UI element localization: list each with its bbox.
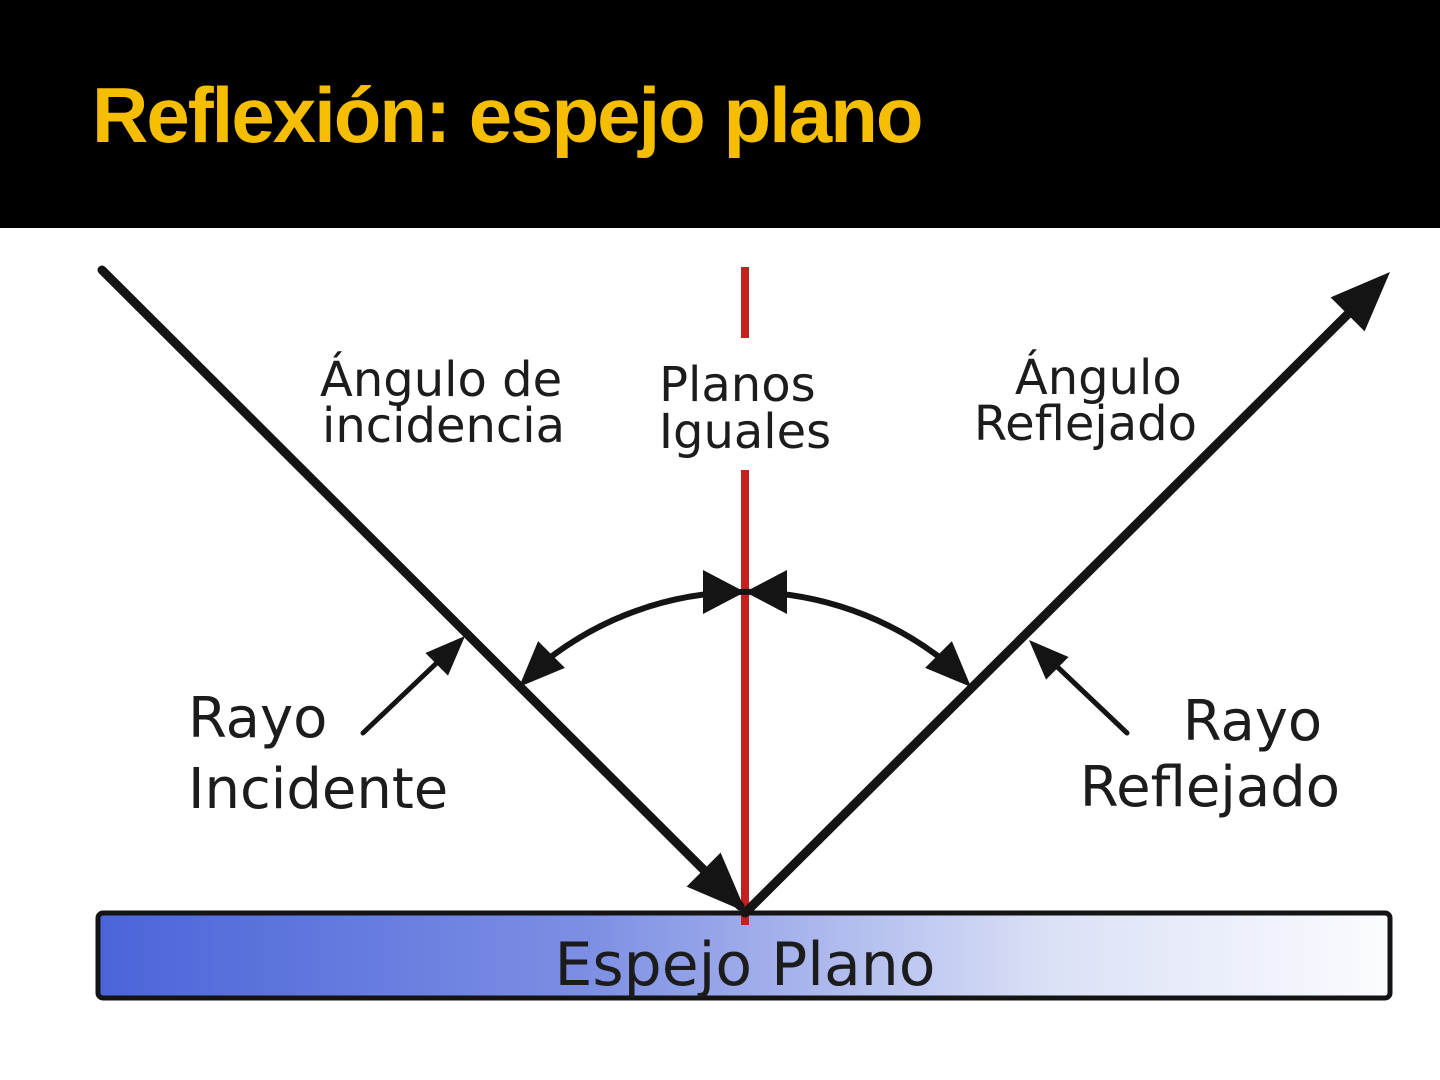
incident-ray-label-line1: Rayo (188, 686, 327, 751)
angle-of-incidence-label: Ángulo de incidencia (320, 351, 577, 454)
equal-planes-label-line2: Iguales (659, 404, 831, 460)
equal-planes-left-arrowhead-icon (703, 570, 745, 614)
incident-ray-line (97, 265, 745, 911)
reflected-ray-label: Rayo Reflejado (1080, 689, 1340, 820)
incident-ray-pointer-line (360, 653, 447, 736)
reflected-angle-label-line2: Reflejado (974, 396, 1197, 452)
reflected-ray-line (740, 302, 1360, 918)
reflected-angle-label: Ángulo Reflejado (974, 349, 1197, 452)
reflected-ray-pointer-line (1045, 655, 1130, 736)
incident-ray-label: Rayo Incidente (188, 686, 448, 822)
incident-ray-pointer-arrowhead-icon (425, 636, 465, 676)
angle-arc (525, 588, 965, 679)
equal-planes-label-line1: Planos (659, 357, 816, 413)
angle-arc-left-arrowhead-icon (519, 641, 565, 687)
mirror-label: Espejo Plano (555, 930, 936, 1000)
slide-header: Reflexión: espejo plano (0, 0, 1440, 228)
reflected-ray-arrowhead-icon (1330, 272, 1390, 332)
reflection-diagram: Ángulo de incidencia Planos Iguales Ángu… (0, 228, 1440, 1080)
reflection-diagram-canvas: Ángulo de incidencia Planos Iguales Ángu… (95, 265, 1393, 1001)
angle-of-incidence-label-line1: Ángulo de (320, 351, 562, 408)
incident-ray-arrowhead-icon (686, 852, 746, 912)
slide-title: Reflexión: espejo plano (92, 71, 923, 159)
reflected-ray-label-line1: Rayo (1183, 689, 1322, 754)
angle-arc-right-arrowhead-icon (925, 641, 971, 687)
incident-ray-label-line2: Incidente (188, 757, 448, 822)
equal-planes-right-arrowhead-icon (745, 570, 787, 614)
reflected-angle-label-line1: Ángulo (1015, 349, 1182, 406)
angle-of-incidence-label-line2: incidencia (322, 398, 565, 454)
reflected-ray-label-line2: Reflejado (1080, 755, 1340, 820)
reflected-ray-pointer-arrowhead-icon (1029, 640, 1069, 680)
equal-planes-label: Planos Iguales (659, 357, 831, 460)
